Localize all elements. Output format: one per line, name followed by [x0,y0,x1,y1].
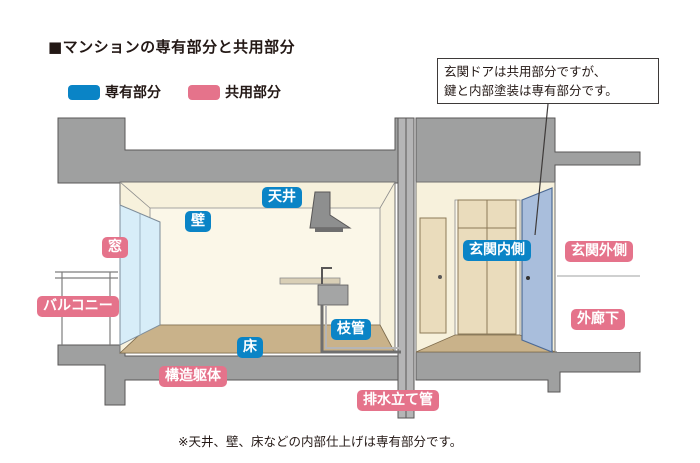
label-branch-pipe: 枝管 [331,319,371,340]
inner-door [419,217,447,334]
label-corridor: 外廊下 [571,309,625,330]
upper-slab-right [415,117,641,184]
sink-unit [317,284,349,306]
callout-line-1: 玄関ドアは共用部分ですが、 [444,64,607,79]
label-entrance-outside: 玄関外側 [565,241,633,262]
diagram-title: ■マンションの専有部分と共用部分 [48,38,296,56]
legend-private-label: 専有部分 [105,85,161,101]
label-floor: 床 [237,337,263,358]
range-hood [309,191,352,229]
entrance-door-callout: 玄関ドアは共用部分ですが、 鍵と内部塗装は専有部分です。 [437,58,659,104]
branch-pipe [320,305,401,354]
entrance-door [521,187,553,353]
callout-leader [534,103,549,236]
footnote: ※天井、壁、床などの内部仕上げは専有部分です。 [178,434,463,449]
legend-private-swatch [68,84,100,100]
callout-line-2: 鍵と内部塗装は専有部分です。 [444,83,618,98]
legend-common-swatch [188,84,220,100]
label-balcony: バルコニー [37,296,119,317]
label-drain-pipe: 排水立て管 [357,390,439,411]
lower-slab-right [415,351,641,393]
label-entrance-inside: 玄関内側 [463,240,531,261]
label-wall: 壁 [185,211,211,232]
upper-slab-left [57,117,411,184]
legend-common-label: 共用部分 [225,85,281,101]
legend-private: 専有部分 [68,82,161,102]
label-ceiling: 天井 [262,187,302,208]
label-window: 窓 [102,237,128,258]
label-structure: 構造躯体 [159,366,227,387]
legend-common: 共用部分 [188,82,281,102]
